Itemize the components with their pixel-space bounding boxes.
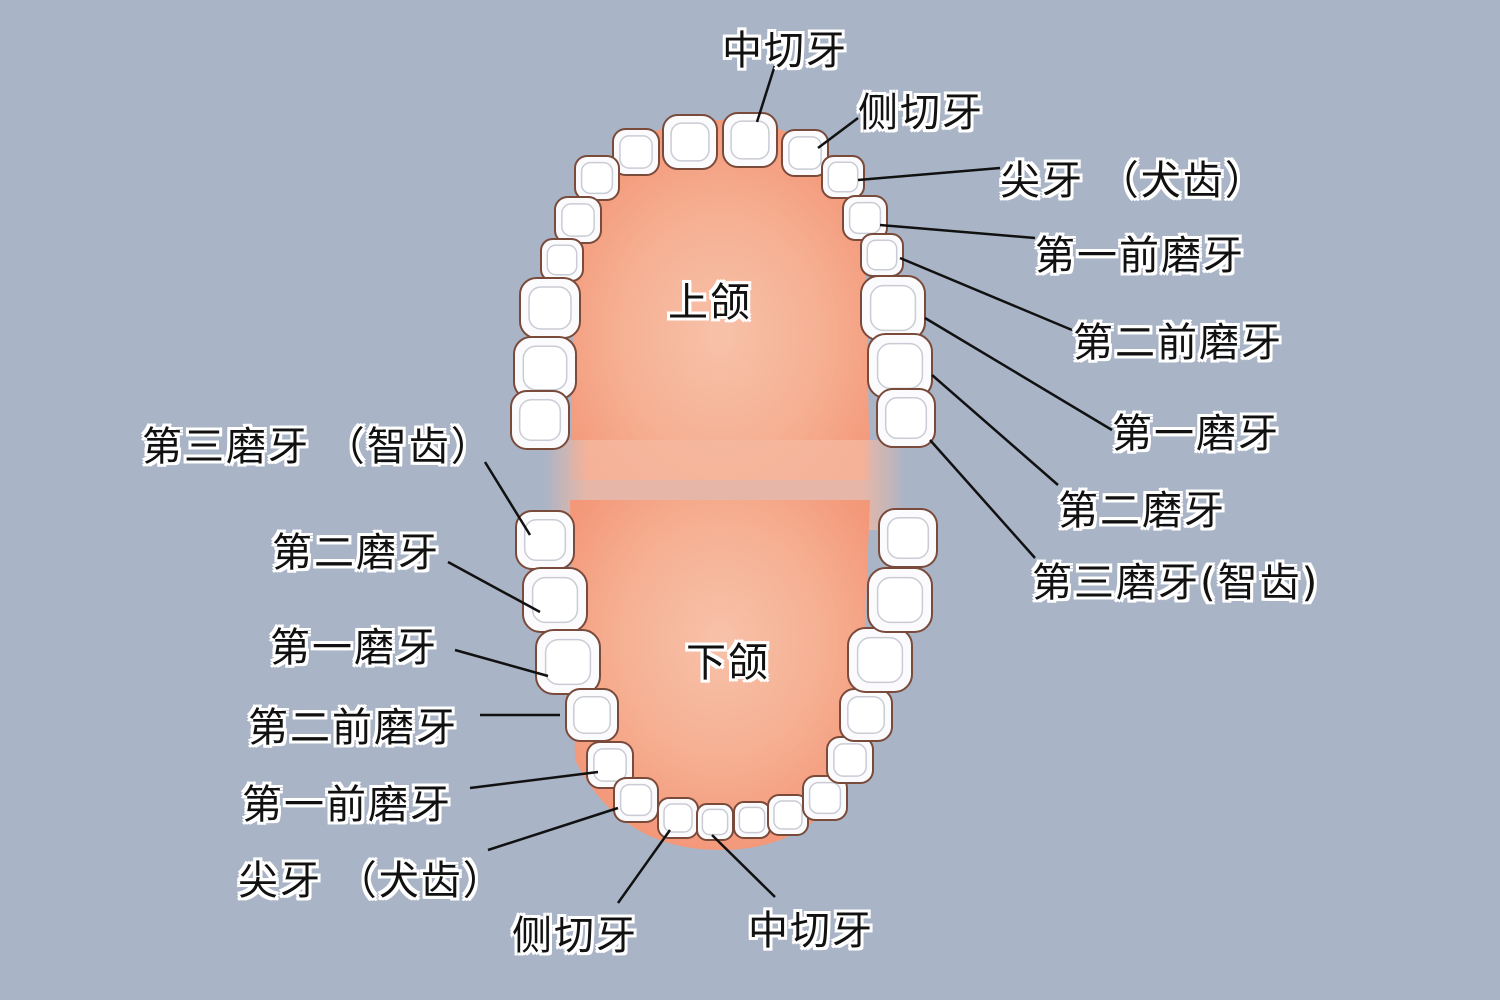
tooth-crown <box>580 161 614 195</box>
tooth-crown <box>619 135 653 169</box>
label-upper-first-premolar: 第一前磨牙 <box>1035 233 1245 279</box>
tooth-crown <box>544 638 592 686</box>
tooth-crown <box>788 136 822 170</box>
tooth-crown <box>528 286 572 330</box>
tooth-crown <box>670 122 710 162</box>
tooth-crown <box>619 783 653 817</box>
tooth-crown <box>866 239 898 271</box>
tooth-crown <box>884 396 928 440</box>
tooth-crown <box>531 576 579 624</box>
tooth-crown <box>518 398 562 442</box>
tooth-crown <box>573 696 611 734</box>
tooth-crown <box>876 342 924 390</box>
tooth-crown <box>876 576 924 624</box>
label-upper-central-incisor: 中切牙 <box>722 28 848 74</box>
tooth-crown <box>593 748 627 782</box>
label-lower-canine: 尖牙 （犬齿） <box>238 858 505 904</box>
label-upper-lateral-incisor: 侧切牙 <box>858 90 984 136</box>
label-upper-first-molar: 第一磨牙 <box>1112 411 1280 457</box>
upper-palate <box>570 120 870 480</box>
tooth-crown <box>773 800 803 830</box>
tooth-crown <box>561 203 595 237</box>
leader-lines <box>447 64 1113 904</box>
tooth-crown <box>522 345 568 391</box>
label-upper-second-premolar: 第二前磨牙 <box>1073 320 1283 366</box>
label-lower-second-molar: 第二磨牙 <box>272 530 440 576</box>
tooth-crown <box>856 636 904 684</box>
tooth-crown <box>546 244 578 276</box>
label-upper-canine: 尖牙 （犬齿） <box>1000 158 1267 204</box>
tooth-crown <box>833 743 867 777</box>
lower-jaw-label: 下颌 <box>686 640 770 686</box>
lower-floor <box>570 500 870 850</box>
tooth-crown <box>730 120 770 160</box>
tooth-crown <box>523 518 567 562</box>
label-upper-third-molar-left: 第三磨牙 （智齿） <box>142 424 493 470</box>
tooth-crown <box>808 781 842 815</box>
upper-jaw-label: 上颌 <box>668 280 752 326</box>
tooth-crown <box>869 284 917 332</box>
label-lower-central-incisor: 中切牙 <box>748 908 874 954</box>
tooth-crown <box>886 516 930 560</box>
label-upper-third-molar: 第三磨牙(智齿) <box>1032 560 1320 606</box>
label-lower-first-premolar: 第一前磨牙 <box>242 782 452 828</box>
tooth-crown <box>848 201 882 235</box>
tooth-crown <box>827 161 859 193</box>
label-lower-first-molar: 第一磨牙 <box>270 625 438 671</box>
tooth-crown <box>738 806 766 834</box>
label-lower-second-premolar: 第二前磨牙 <box>248 705 458 751</box>
label-lower-lateral-incisor: 侧切牙 <box>512 913 638 959</box>
tooth-crown <box>663 803 693 833</box>
tooth-crown <box>847 696 885 734</box>
tooth-crown <box>701 808 729 836</box>
label-upper-second-molar: 第二磨牙 <box>1058 488 1226 534</box>
